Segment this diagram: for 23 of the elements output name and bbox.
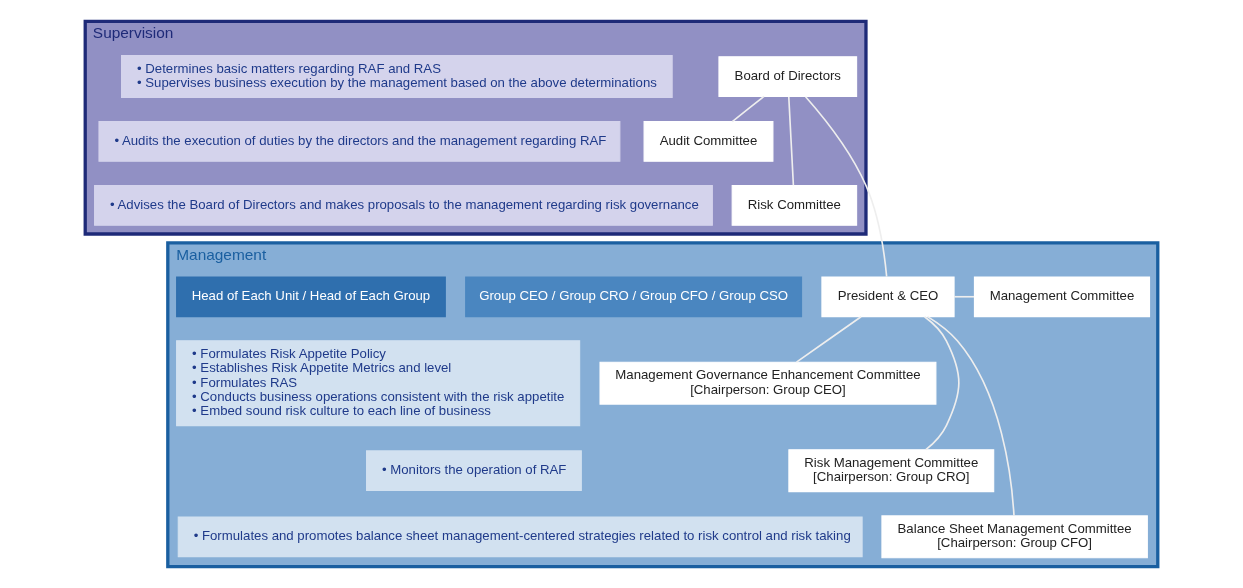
connector xyxy=(787,96,795,187)
connector xyxy=(953,295,975,298)
connector xyxy=(923,315,960,451)
node-box: • Audits the execution of duties by the directors and the management regarding RAF xyxy=(98,121,621,162)
node-box: Management Committee xyxy=(973,276,1151,318)
node-box: • Monitors the operation of RAF xyxy=(366,450,582,492)
node-box: Management Governance Enhancement Committee [Chairperson: Group CEO] xyxy=(599,361,937,405)
node-box: President & CEO xyxy=(821,276,955,318)
node-box: Risk Management Committee [Chairperson: Group CRO] xyxy=(788,449,995,493)
node-box: • Advises the Board of Directors and makes proposals to the management regarding risk governance xyxy=(94,185,713,226)
node-box: Board of Directors xyxy=(718,56,858,97)
node-box: Group CEO / Group CRO / Group CFO / Group CSO xyxy=(465,276,803,318)
node-box: • Determines basic matters regarding RAF and RAS • Supervises business execution by the management based on the above determinations xyxy=(121,55,673,98)
node-box: Audit Committee xyxy=(643,121,774,162)
connector xyxy=(731,95,765,123)
node-box: • Formulates Risk Appetite Policy • Establishes Risk Appetite Metrics and level • Formulates RAS • Conducts business operations consistent with the risk appetite • Embed sound risk culture to each line of business xyxy=(176,340,581,427)
node-box: Balance Sheet Management Committee [Chairperson: Group CFO] xyxy=(881,515,1148,559)
connector xyxy=(804,95,888,278)
connector xyxy=(926,315,1015,517)
node-box: Risk Committee xyxy=(731,185,858,226)
connector xyxy=(795,315,862,363)
node-box: Head of Each Unit / Head of Each Group xyxy=(176,276,446,318)
node-box: • Formulates and promotes balance sheet management-centered strategies related to risk control and risk taking xyxy=(177,516,863,558)
